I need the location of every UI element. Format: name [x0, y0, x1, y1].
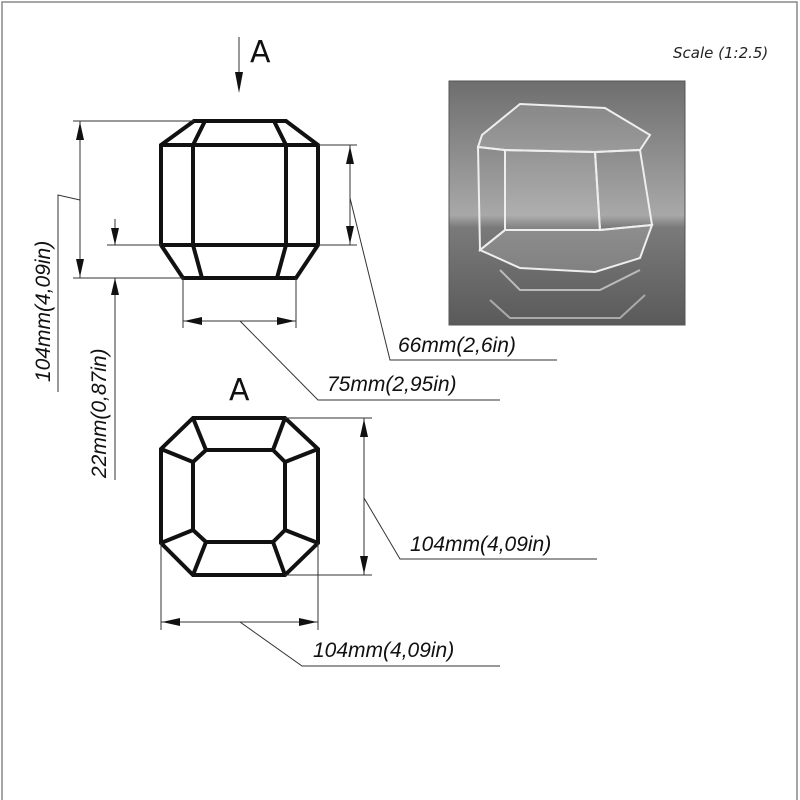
dimension-bottom-width-label: 75mm(2,95in) — [327, 373, 457, 396]
scale-label: Scale (1:2.5) — [673, 44, 768, 62]
dimension-top-depth-label: 104mm(4,09in) — [410, 533, 551, 556]
front-view — [159, 119, 320, 280]
dimension-middle-height-label: 66mm(2,6in) — [398, 334, 516, 357]
dimension-top-width-label: 104mm(4,09in) — [313, 639, 454, 662]
dimension-bottom-width — [182, 278, 500, 401]
top-view — [159, 416, 320, 577]
dimension-middle-height — [318, 144, 557, 361]
dimension-chamfer-height-label: 22mm(0,87in) — [88, 348, 111, 479]
view-direction-arrow — [235, 37, 243, 93]
dimension-front-height-label: 104mm(4,09in) — [32, 241, 55, 382]
view-label-bottom: A — [229, 373, 250, 408]
view-label-top: A — [250, 35, 271, 70]
product-render-image — [448, 80, 686, 326]
dimension-chamfer-height — [107, 219, 161, 480]
dimension-front-height — [57, 120, 194, 392]
dimension-top-width — [160, 543, 500, 667]
dimension-top-depth — [285, 417, 597, 576]
